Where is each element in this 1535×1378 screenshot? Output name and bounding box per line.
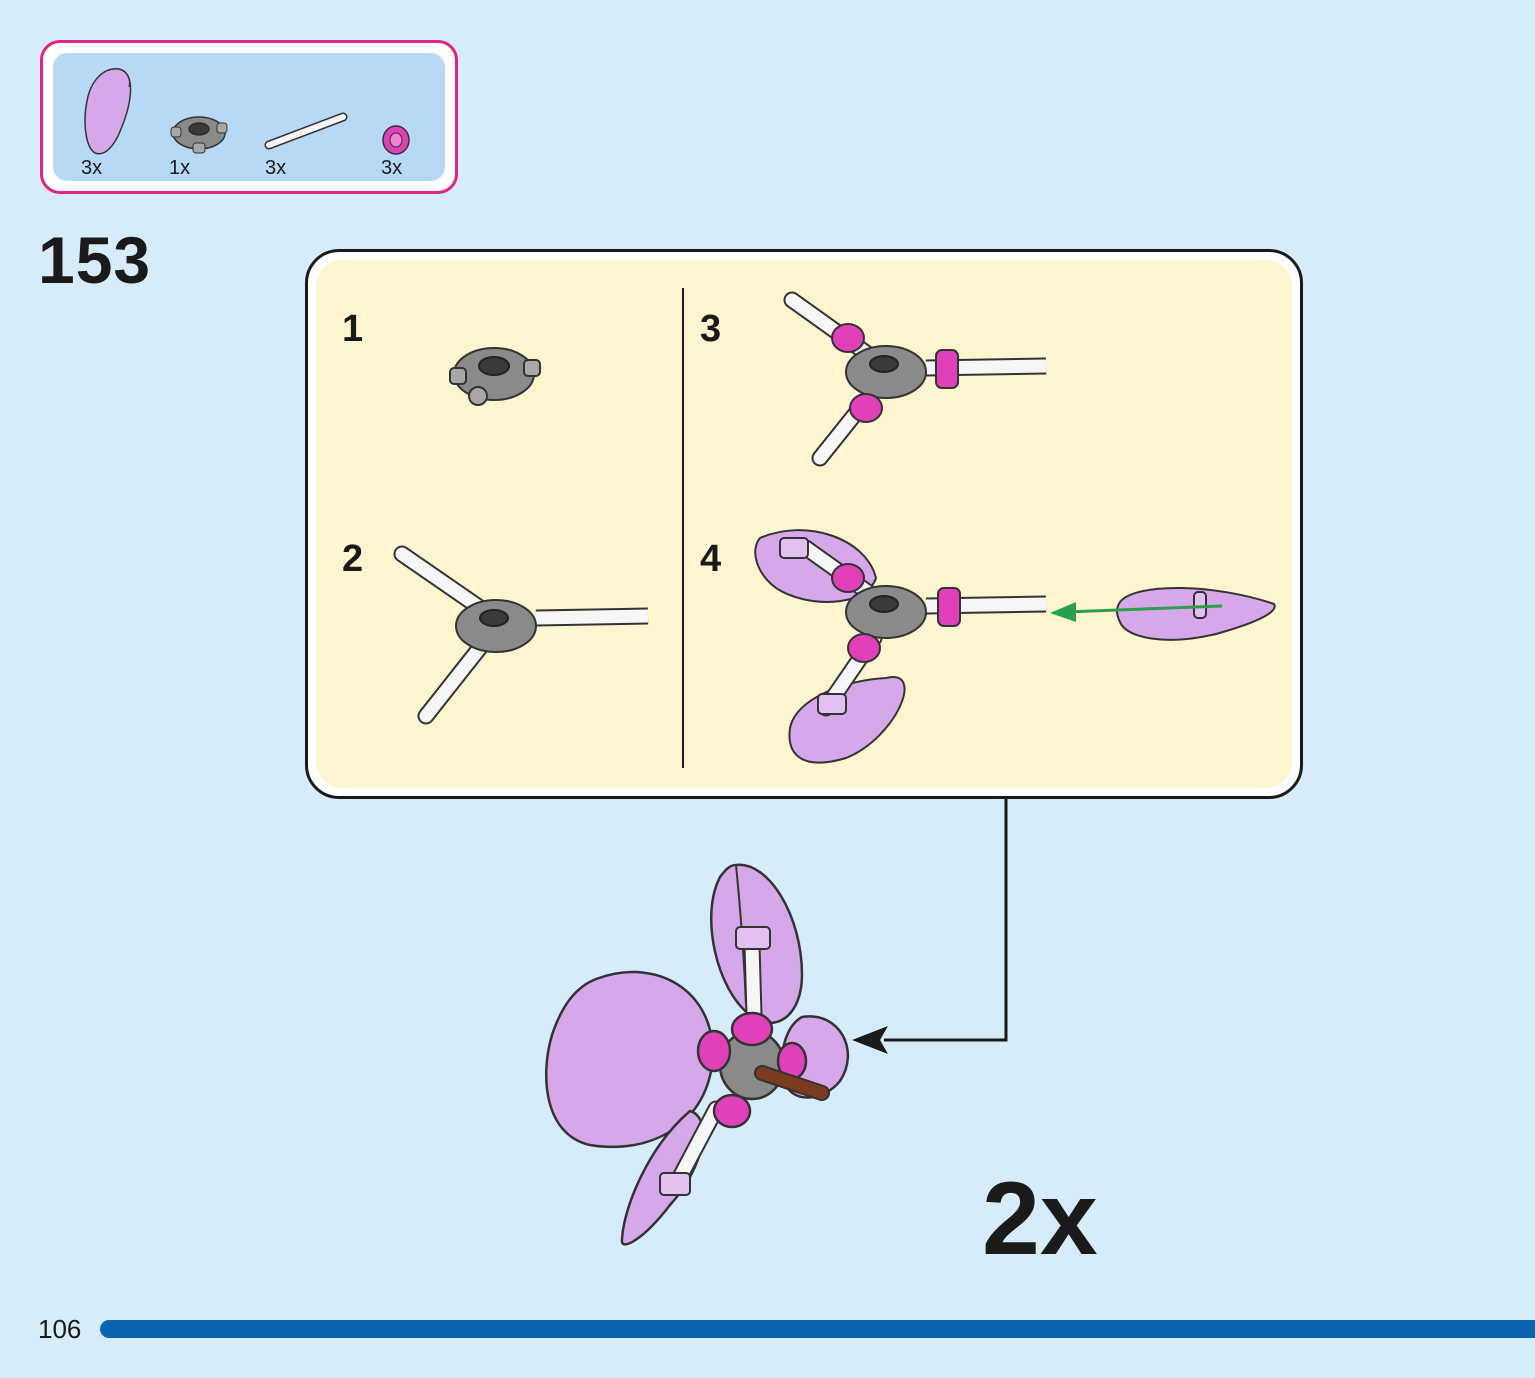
sub-step-4-petals-illustration: [754, 529, 1276, 764]
sub-step-1-hub-illustration: [449, 347, 541, 406]
part-qty-1: 3x: [81, 157, 103, 179]
parts-callout-inner: 3x 1x 3x 3x: [53, 53, 445, 181]
main-model-illustration: [544, 863, 850, 1246]
sub-step-number-3: 3: [700, 308, 722, 350]
part-qty-2: 1x: [169, 157, 191, 179]
page-number: 106: [38, 1314, 82, 1344]
lilac-petal-tile-icon: [84, 68, 132, 155]
page-footer-bar: [100, 1320, 1535, 1338]
white-bar-icon: [264, 112, 348, 150]
part-qty-3: 3x: [265, 157, 287, 179]
magenta-bush-icon: [382, 125, 410, 155]
grey-hub-connector-icon: [170, 116, 228, 154]
sub-assembly-panel-inner: 1 2 3 4: [316, 260, 1292, 788]
sub-step-divider: [682, 288, 684, 768]
parts-callout: 3x 1x 3x 3x: [40, 40, 458, 194]
sub-assembly-panel: 1 2 3 4: [305, 249, 1303, 799]
step-number: 153: [38, 223, 152, 297]
sub-step-2-hub-with-bars-illustration: [393, 545, 649, 725]
part-qty-4: 3x: [381, 157, 403, 179]
sub-step-3-hub-bars-bushes-illustration: [783, 291, 1047, 467]
sub-step-number-2: 2: [342, 538, 364, 580]
sub-step-number-4: 4: [700, 538, 722, 580]
sub-step-number-1: 1: [342, 308, 364, 350]
build-multiplier: 2x: [982, 1161, 1098, 1277]
